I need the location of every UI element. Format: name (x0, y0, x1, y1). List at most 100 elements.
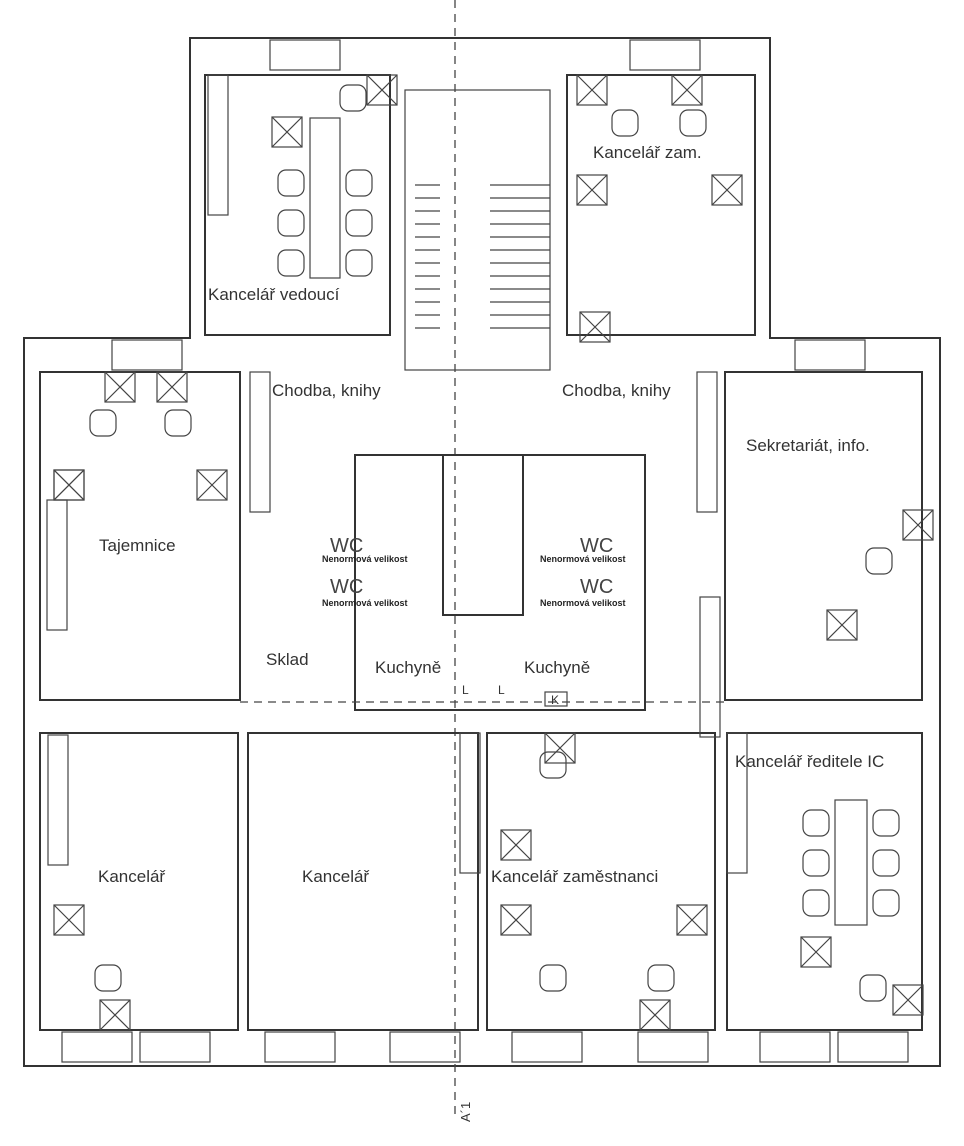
desk (639, 999, 671, 1031)
desk-cross (544, 732, 576, 764)
chair (277, 169, 305, 197)
sink-label: L (462, 683, 469, 697)
desk-cross (671, 74, 703, 106)
section-mark: A´1 (458, 1102, 473, 1122)
stove-label: K (551, 693, 559, 707)
desk-top (271, 116, 303, 148)
room-kancelar-zam (566, 74, 756, 336)
wc-note: Nenormová velikost (540, 598, 626, 608)
chair (277, 249, 305, 277)
desk-top (366, 74, 398, 106)
chair (277, 209, 305, 237)
desk-top (500, 829, 532, 861)
wc-label: WC (330, 535, 363, 557)
window (837, 1031, 909, 1063)
desk (676, 904, 708, 936)
desk (579, 311, 611, 343)
chair (872, 809, 900, 837)
desk (671, 74, 703, 106)
desk-top (500, 904, 532, 936)
desk-top (576, 174, 608, 206)
desk-cross (500, 829, 532, 861)
desk (53, 904, 85, 936)
desk-top (826, 609, 858, 641)
window (389, 1031, 461, 1063)
desk-cross (711, 174, 743, 206)
desk-top (104, 371, 136, 403)
wc-note: Nenormová velikost (322, 554, 408, 564)
desk-cross (576, 174, 608, 206)
label-kuchyne-left: Kuchyně (375, 658, 441, 677)
furniture (46, 39, 934, 1063)
room-kancelar-reditele (726, 732, 923, 1031)
desk (800, 936, 832, 968)
desk-cross (800, 936, 832, 968)
label-kuchyne-right: Kuchyně (524, 658, 590, 677)
desk (544, 732, 576, 764)
shelving (459, 732, 481, 874)
desk-cross (53, 469, 85, 501)
chair (679, 109, 707, 137)
desk-cross (99, 999, 131, 1031)
label-kancelar-1: Kancelář (98, 867, 165, 886)
chair (345, 249, 373, 277)
desk-top (800, 936, 832, 968)
desk-top (53, 904, 85, 936)
wc-label: WC (580, 576, 613, 598)
desk-top (902, 509, 934, 541)
desk-cross (156, 371, 188, 403)
desk (826, 609, 858, 641)
window (759, 1031, 831, 1063)
desk (99, 999, 131, 1031)
desk (892, 984, 924, 1016)
chair (802, 809, 830, 837)
desk-top (579, 311, 611, 343)
desk (902, 509, 934, 541)
window (264, 1031, 336, 1063)
desk (53, 469, 85, 501)
outer-wall (23, 37, 941, 1067)
chair (859, 974, 887, 1002)
window (511, 1031, 583, 1063)
desk-top (676, 904, 708, 936)
desk-cross (676, 904, 708, 936)
chair (802, 889, 830, 917)
sink-label: L (498, 683, 505, 697)
desk-top (576, 74, 608, 106)
chair (539, 964, 567, 992)
desk (576, 174, 608, 206)
desk-top (196, 469, 228, 501)
desk-top (53, 469, 85, 501)
label-kancelar-vedouci: Kancelář vedoucí (208, 285, 340, 304)
desk-top (99, 999, 131, 1031)
shelving (47, 734, 69, 866)
desk (156, 371, 188, 403)
desk-cross (366, 74, 398, 106)
chair (94, 964, 122, 992)
chair (164, 409, 192, 437)
desk (366, 74, 398, 106)
shelving (696, 371, 718, 513)
desk (196, 469, 228, 501)
room-kancelar-vedouci (204, 74, 391, 336)
window (637, 1031, 709, 1063)
chair (802, 849, 830, 877)
desk-top (892, 984, 924, 1016)
room-sekretariat (724, 371, 923, 701)
chair (647, 964, 675, 992)
room-kancelar-2 (247, 732, 479, 1031)
shelving (207, 74, 229, 216)
desk (104, 371, 136, 403)
desk-cross (576, 74, 608, 106)
desk (711, 174, 743, 206)
label-tajemnice: Tajemnice (99, 536, 176, 555)
label-kancelar-2: Kancelář (302, 867, 369, 886)
desk-top (711, 174, 743, 206)
desk (500, 829, 532, 861)
chair (89, 409, 117, 437)
chair (339, 84, 367, 112)
shelving (249, 371, 271, 513)
desk-cross (196, 469, 228, 501)
chair (539, 751, 567, 779)
